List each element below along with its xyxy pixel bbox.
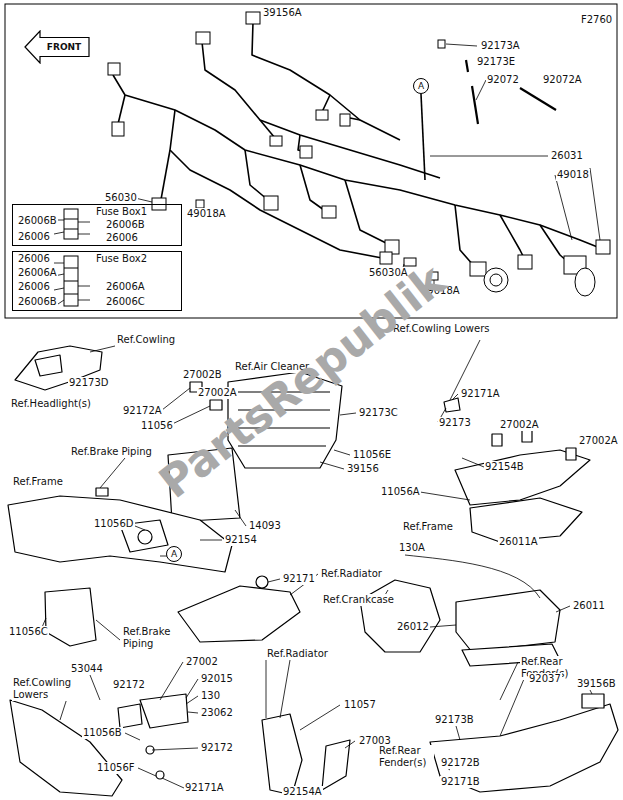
fuse-box-panel: Fuse Box126006B26006B2600626006 <box>12 204 182 246</box>
reference-note: Ref.Rear Fender(s) <box>378 745 434 769</box>
callout-number: 26031 <box>550 150 584 162</box>
reference-note: F2760 <box>580 14 613 26</box>
callout-number: 92154A <box>282 786 323 798</box>
callout-number: 23062 <box>200 707 234 719</box>
callout-number: 92173B <box>434 714 475 726</box>
callout-number: 11056C <box>8 626 49 638</box>
reference-note: Ref.Brake Piping <box>122 626 180 650</box>
callout-number: 92173C <box>358 407 399 419</box>
callout-number: 92172A <box>122 405 163 417</box>
callout-number: 11056 <box>140 420 174 432</box>
callout-number: 27002B <box>182 369 223 381</box>
panel-title: Fuse Box2 <box>95 253 148 265</box>
connector-symbol <box>108 12 610 296</box>
fuse-symbol <box>64 209 78 306</box>
callout-number: 11056F <box>96 762 136 774</box>
callout-number: 92173 <box>438 417 472 429</box>
callout-number: 26006 <box>17 281 51 293</box>
callout-number: 49018 <box>556 169 590 181</box>
callout-number: 92072 <box>486 74 520 86</box>
reference-note: Ref.Cowling Lowers <box>12 677 78 701</box>
arrow-shape <box>25 31 89 63</box>
callout-number: 92015 <box>200 673 234 685</box>
leader-line <box>40 44 600 792</box>
node-label: FRONT <box>42 41 86 53</box>
band-rod <box>466 60 556 124</box>
panel-title: Fuse Box1 <box>95 206 148 218</box>
callout-number: 27002A <box>499 419 540 431</box>
callout-number: 26006 <box>17 253 51 265</box>
callout-number: 14093 <box>248 520 282 532</box>
callout-number: 26006B <box>17 296 58 308</box>
callout-number: 92172 <box>200 742 234 754</box>
callout-number: 92072A <box>542 74 583 86</box>
callout-number: 27002A <box>197 387 238 399</box>
wiring-harness <box>113 22 600 266</box>
reference-circle: A <box>413 78 429 94</box>
callout-number: 26006B <box>17 215 58 227</box>
callout-number: 92154B <box>484 461 525 473</box>
callout-number: 56030 <box>104 192 138 204</box>
reference-note: Ref.Frame <box>12 476 64 488</box>
callout-number: 49018A <box>186 208 227 220</box>
callout-number: 92172B <box>440 757 481 769</box>
part-outline <box>8 346 618 796</box>
node-label: A <box>414 80 428 92</box>
harness-frame <box>5 4 617 318</box>
callout-number: 11056E <box>352 449 392 461</box>
callout-number: 92173E <box>476 56 516 68</box>
callout-number: 27002A <box>578 435 619 447</box>
callout-number: 92037 <box>528 673 562 685</box>
front-arrow: FRONT <box>24 30 90 64</box>
reference-circle: A <box>166 546 182 562</box>
callout-number: 130A <box>398 542 426 554</box>
callout-number: 26011A <box>498 536 539 548</box>
callout-number: 26006 <box>17 231 51 243</box>
callout-number: 53044 <box>70 663 104 675</box>
callout-number: 26011 <box>572 600 606 612</box>
callout-number: 26006A <box>105 281 146 293</box>
callout-number: 92171A <box>184 782 225 794</box>
reference-note: Ref.Crankcase <box>322 594 395 606</box>
callout-number: 26006 <box>105 232 139 244</box>
reference-note: Ref.Radiator <box>266 648 329 660</box>
callout-number: 11056A <box>380 486 421 498</box>
reference-note: Ref.Frame <box>402 521 454 533</box>
callout-number: 26006C <box>105 296 146 308</box>
callout-number: 26012 <box>396 621 430 633</box>
callout-number: 11057 <box>343 699 377 711</box>
callout-number: 92172 <box>112 679 146 691</box>
callout-number: 92173D <box>68 377 110 389</box>
callout-number: 92171B <box>440 776 481 788</box>
callout-number: 26006B <box>105 219 146 231</box>
reference-note: Ref.Cowling <box>116 334 176 346</box>
callout-number: 92154 <box>224 534 258 546</box>
callout-number: 130 <box>200 690 221 702</box>
node-label: A <box>167 548 181 560</box>
callout-number: 11056D <box>93 518 135 530</box>
fuse-box-panel: Fuse Box2 26006 26006A 26006 26006A 26006B 260… <box>12 251 182 311</box>
callout-number: 92171A <box>460 388 501 400</box>
callout-number: 39156 <box>346 463 380 475</box>
callout-number: 92173A <box>480 40 521 52</box>
callout-number: 39156B <box>576 678 617 690</box>
reference-note: Ref.Brake Piping <box>70 446 153 458</box>
callout-number: 92171 <box>282 573 316 585</box>
callout-number: 11056B <box>82 727 123 739</box>
callout-number: 39156A <box>262 7 303 19</box>
reference-note: Ref.Radiator <box>320 568 383 580</box>
callout-number: 27002 <box>185 656 219 668</box>
reference-note: Ref.Headlight(s) <box>10 398 92 410</box>
callout-number: 26006A <box>17 267 58 279</box>
